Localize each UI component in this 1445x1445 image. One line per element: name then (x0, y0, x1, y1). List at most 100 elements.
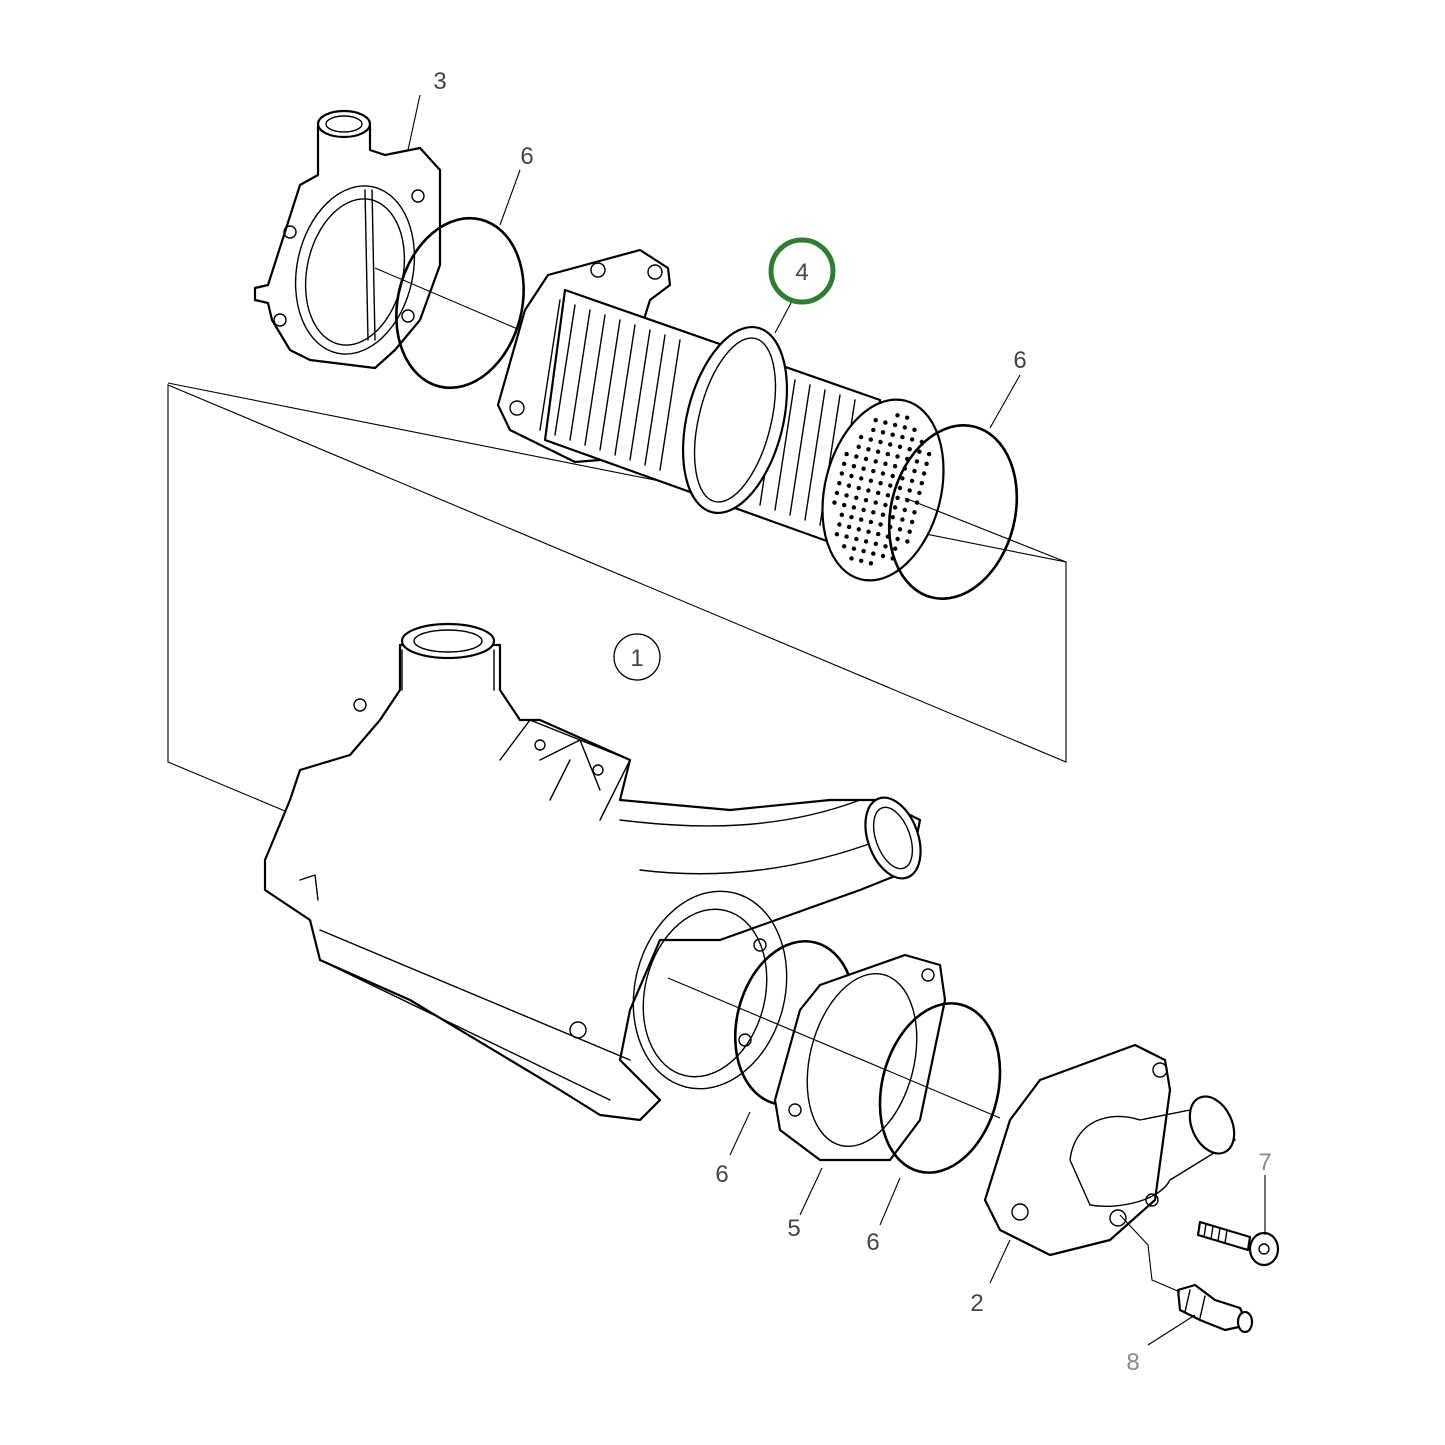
perforation-hole (922, 471, 927, 476)
perforation-hole (917, 490, 922, 496)
perforation-hole (866, 447, 871, 452)
perforation-hole (837, 522, 842, 527)
perforation-hole (873, 541, 878, 546)
perforation-hole (873, 459, 878, 464)
perforation-hole (890, 515, 895, 520)
callout-1-ring (613, 633, 661, 681)
callout-6b: 6 (1013, 347, 1026, 374)
perforation-hole (905, 415, 910, 420)
main-housing-part-1[interactable] (263, 622, 931, 1122)
perforation-hole (880, 512, 886, 517)
perforation-hole (893, 546, 898, 551)
callout-6a: 6 (520, 143, 533, 170)
perforation-hole (868, 437, 873, 442)
perforation-hole (883, 502, 888, 508)
perforation-hole (868, 519, 874, 525)
perforation-hole (897, 444, 903, 449)
perforation-hole (842, 502, 847, 508)
perforation-hole (914, 459, 920, 464)
perforation-hole (878, 522, 883, 527)
perforation-hole (854, 536, 859, 542)
end-cover-part-2[interactable] (983, 1043, 1243, 1257)
perforation-hole (912, 427, 917, 432)
callout-8: 8 (1126, 1349, 1139, 1376)
perforation-hole (856, 485, 861, 491)
perforation-hole (832, 500, 837, 505)
filter-cartridge-part-4[interactable] (496, 248, 962, 593)
perforation-hole (900, 517, 905, 522)
callout-5: 5 (787, 1215, 800, 1242)
perforation-hole (868, 561, 874, 566)
perforation-hole (892, 422, 898, 428)
perforation-hole (834, 490, 840, 496)
perforation-hole (854, 495, 859, 500)
perforation-hole (856, 444, 861, 449)
perforation-hole (895, 495, 900, 500)
perforation-hole (849, 556, 854, 561)
perforation-hole (871, 551, 876, 556)
perforation-hole (902, 425, 907, 430)
perforation-hole (871, 468, 876, 474)
axis-and-leader-lines (374, 94, 1266, 1346)
callout-7: 7 (1258, 1149, 1271, 1176)
perforation-hole (856, 527, 861, 532)
upper-housing-part-3[interactable] (253, 109, 442, 370)
perforation-hole (861, 548, 866, 554)
perforation-hole (854, 454, 859, 459)
bolt-part-7[interactable] (1196, 1220, 1280, 1267)
perforation-hole (890, 432, 895, 437)
perforation-hole (907, 447, 912, 452)
perforation-hole (880, 430, 886, 435)
perforation-hole (866, 488, 871, 493)
perforation-hole (878, 481, 883, 486)
perforation-hole (912, 510, 917, 515)
perforation-hole (839, 512, 844, 517)
perforation-hole (919, 481, 924, 486)
perforation-hole (926, 451, 932, 457)
gasket-part-5[interactable] (773, 953, 947, 1162)
perforation-hole (844, 493, 849, 498)
perforation-hole (849, 473, 854, 479)
perforation-hole (880, 471, 886, 476)
callout-6d: 6 (866, 1229, 879, 1256)
perforation-hole (846, 483, 852, 488)
perforation-hole (897, 527, 903, 532)
perforation-hole (885, 451, 890, 457)
callout-labels: 3 6 4 6 1 6 5 6 2 7 8 (433, 68, 1271, 1376)
perforation-hole (880, 553, 886, 559)
perforation-hole (917, 449, 922, 454)
callout-3: 3 (433, 68, 446, 95)
perforation-hole (883, 420, 888, 425)
perforation-hole (873, 418, 878, 423)
callout-6c: 6 (715, 1161, 728, 1188)
perforation-hole (924, 461, 929, 466)
perforation-hole (878, 439, 883, 445)
perforation-hole (834, 532, 840, 537)
perforation-hole (849, 515, 854, 520)
perforation-hole (839, 471, 844, 476)
perforation-hole (902, 507, 907, 513)
callout-1: 1 (630, 645, 643, 672)
perforation-hole (892, 505, 898, 510)
o-ring-part-6-upper-left[interactable] (379, 205, 541, 402)
o-ring-part-6-lower-right[interactable] (863, 991, 1017, 1186)
perforation-hole (851, 464, 857, 469)
perforation-hole (859, 517, 864, 522)
perforation-hole (895, 536, 900, 542)
callout-4: 4 (795, 259, 808, 286)
perforation-hole (888, 442, 893, 447)
perforation-hole (907, 529, 912, 534)
perforated-end-cap (832, 413, 932, 566)
perforation-hole (871, 427, 876, 433)
perforation-hole (873, 500, 878, 505)
perforation-hole (851, 546, 857, 551)
perforation-hole (842, 544, 847, 549)
perforation-hole (897, 485, 903, 491)
o-ring-part-6-upper-right[interactable] (872, 412, 1035, 613)
sensor-part-8[interactable] (1176, 1283, 1254, 1334)
perforation-hole (846, 524, 852, 530)
perforation-hole (844, 451, 849, 457)
perforation-hole (900, 476, 905, 481)
